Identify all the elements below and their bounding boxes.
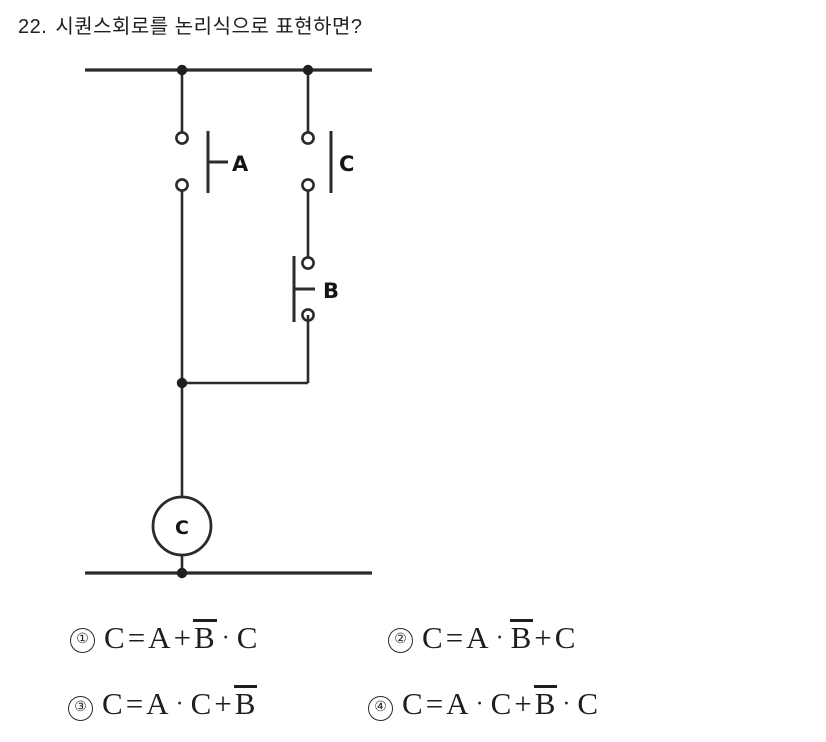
symbol: C [422, 620, 444, 655]
symbol: A [146, 686, 170, 721]
symbol: A [466, 620, 490, 655]
operator-and: · [495, 625, 505, 651]
symbol: C [104, 620, 126, 655]
contact-a-terminal-bottom [175, 178, 189, 192]
contact-c-terminal-top [301, 131, 315, 145]
negated-symbol: B [193, 619, 217, 655]
operator-and: · [475, 691, 485, 717]
operator-equals: = [425, 686, 445, 721]
operator-and: · [221, 625, 231, 651]
symbol: C [190, 686, 213, 721]
negated-symbol: B [233, 685, 258, 721]
junction-dot-bottom [176, 567, 188, 579]
option-2-marker: ② [388, 628, 413, 653]
symbol: C [402, 686, 424, 721]
operator-or: + [514, 686, 533, 721]
contact-b-label: B [323, 279, 339, 303]
option-4-expression: C=A·C+B·C [402, 684, 599, 722]
sequence-circuit-diagram: A C B C [0, 45, 430, 605]
coil-label: C [175, 517, 189, 539]
option-3[interactable]: ③ C=A·C+B [68, 684, 258, 724]
question-heading: 22. 시퀀스회로를 논리식으로 표현하면? [18, 10, 363, 39]
symbol: C [236, 620, 259, 655]
option-1-marker: ① [70, 628, 95, 653]
negated-symbol: B [533, 685, 558, 721]
contact-a-label: A [232, 152, 249, 176]
operator-or: + [534, 620, 553, 655]
operator-equals: = [445, 620, 465, 655]
operator-equals: = [125, 686, 145, 721]
negated-symbol: B [509, 619, 533, 655]
contact-c-label: C [339, 152, 354, 176]
option-row-2: ③ C=A·C+B ④ C=A·C+B·C [0, 684, 826, 742]
option-4-marker: ④ [368, 696, 393, 721]
option-1-expression: C=A+B·C [104, 618, 258, 656]
symbol: C [577, 686, 600, 721]
contact-a-terminal-top [175, 131, 189, 145]
option-row-1: ① C=A+B·C ② C=A·B+C [0, 618, 826, 676]
junction-dot-branch-join [176, 377, 188, 389]
question-number: 22. [18, 16, 48, 38]
option-2-expression: C=A·B+C [422, 618, 576, 656]
symbol: A [446, 686, 470, 721]
option-4[interactable]: ④ C=A·C+B·C [368, 684, 599, 724]
junction-dot-top-left [176, 64, 188, 76]
operator-and: · [562, 691, 572, 717]
operator-or: + [214, 686, 233, 721]
operator-and: · [175, 691, 185, 717]
symbol: C [490, 686, 513, 721]
circuit-svg: A C B C [85, 64, 372, 579]
answer-options: ① C=A+B·C ② C=A·B+C ③ C=A·C+B ④ C=A·C+B·… [0, 612, 826, 742]
junction-dot-top-right [302, 64, 314, 76]
option-2[interactable]: ② C=A·B+C [388, 618, 576, 658]
option-3-expression: C=A·C+B [102, 684, 258, 722]
contact-b-terminal-top [301, 256, 315, 270]
operator-or: + [173, 620, 193, 655]
symbol: C [102, 686, 124, 721]
contact-c-terminal-bottom [301, 178, 315, 192]
symbol: C [554, 620, 577, 655]
question-text: 시퀀스회로를 논리식으로 표현하면? [55, 16, 363, 38]
option-1[interactable]: ① C=A+B·C [70, 618, 258, 658]
symbol: A [148, 620, 172, 655]
operator-equals: = [127, 620, 147, 655]
option-3-marker: ③ [68, 696, 93, 721]
